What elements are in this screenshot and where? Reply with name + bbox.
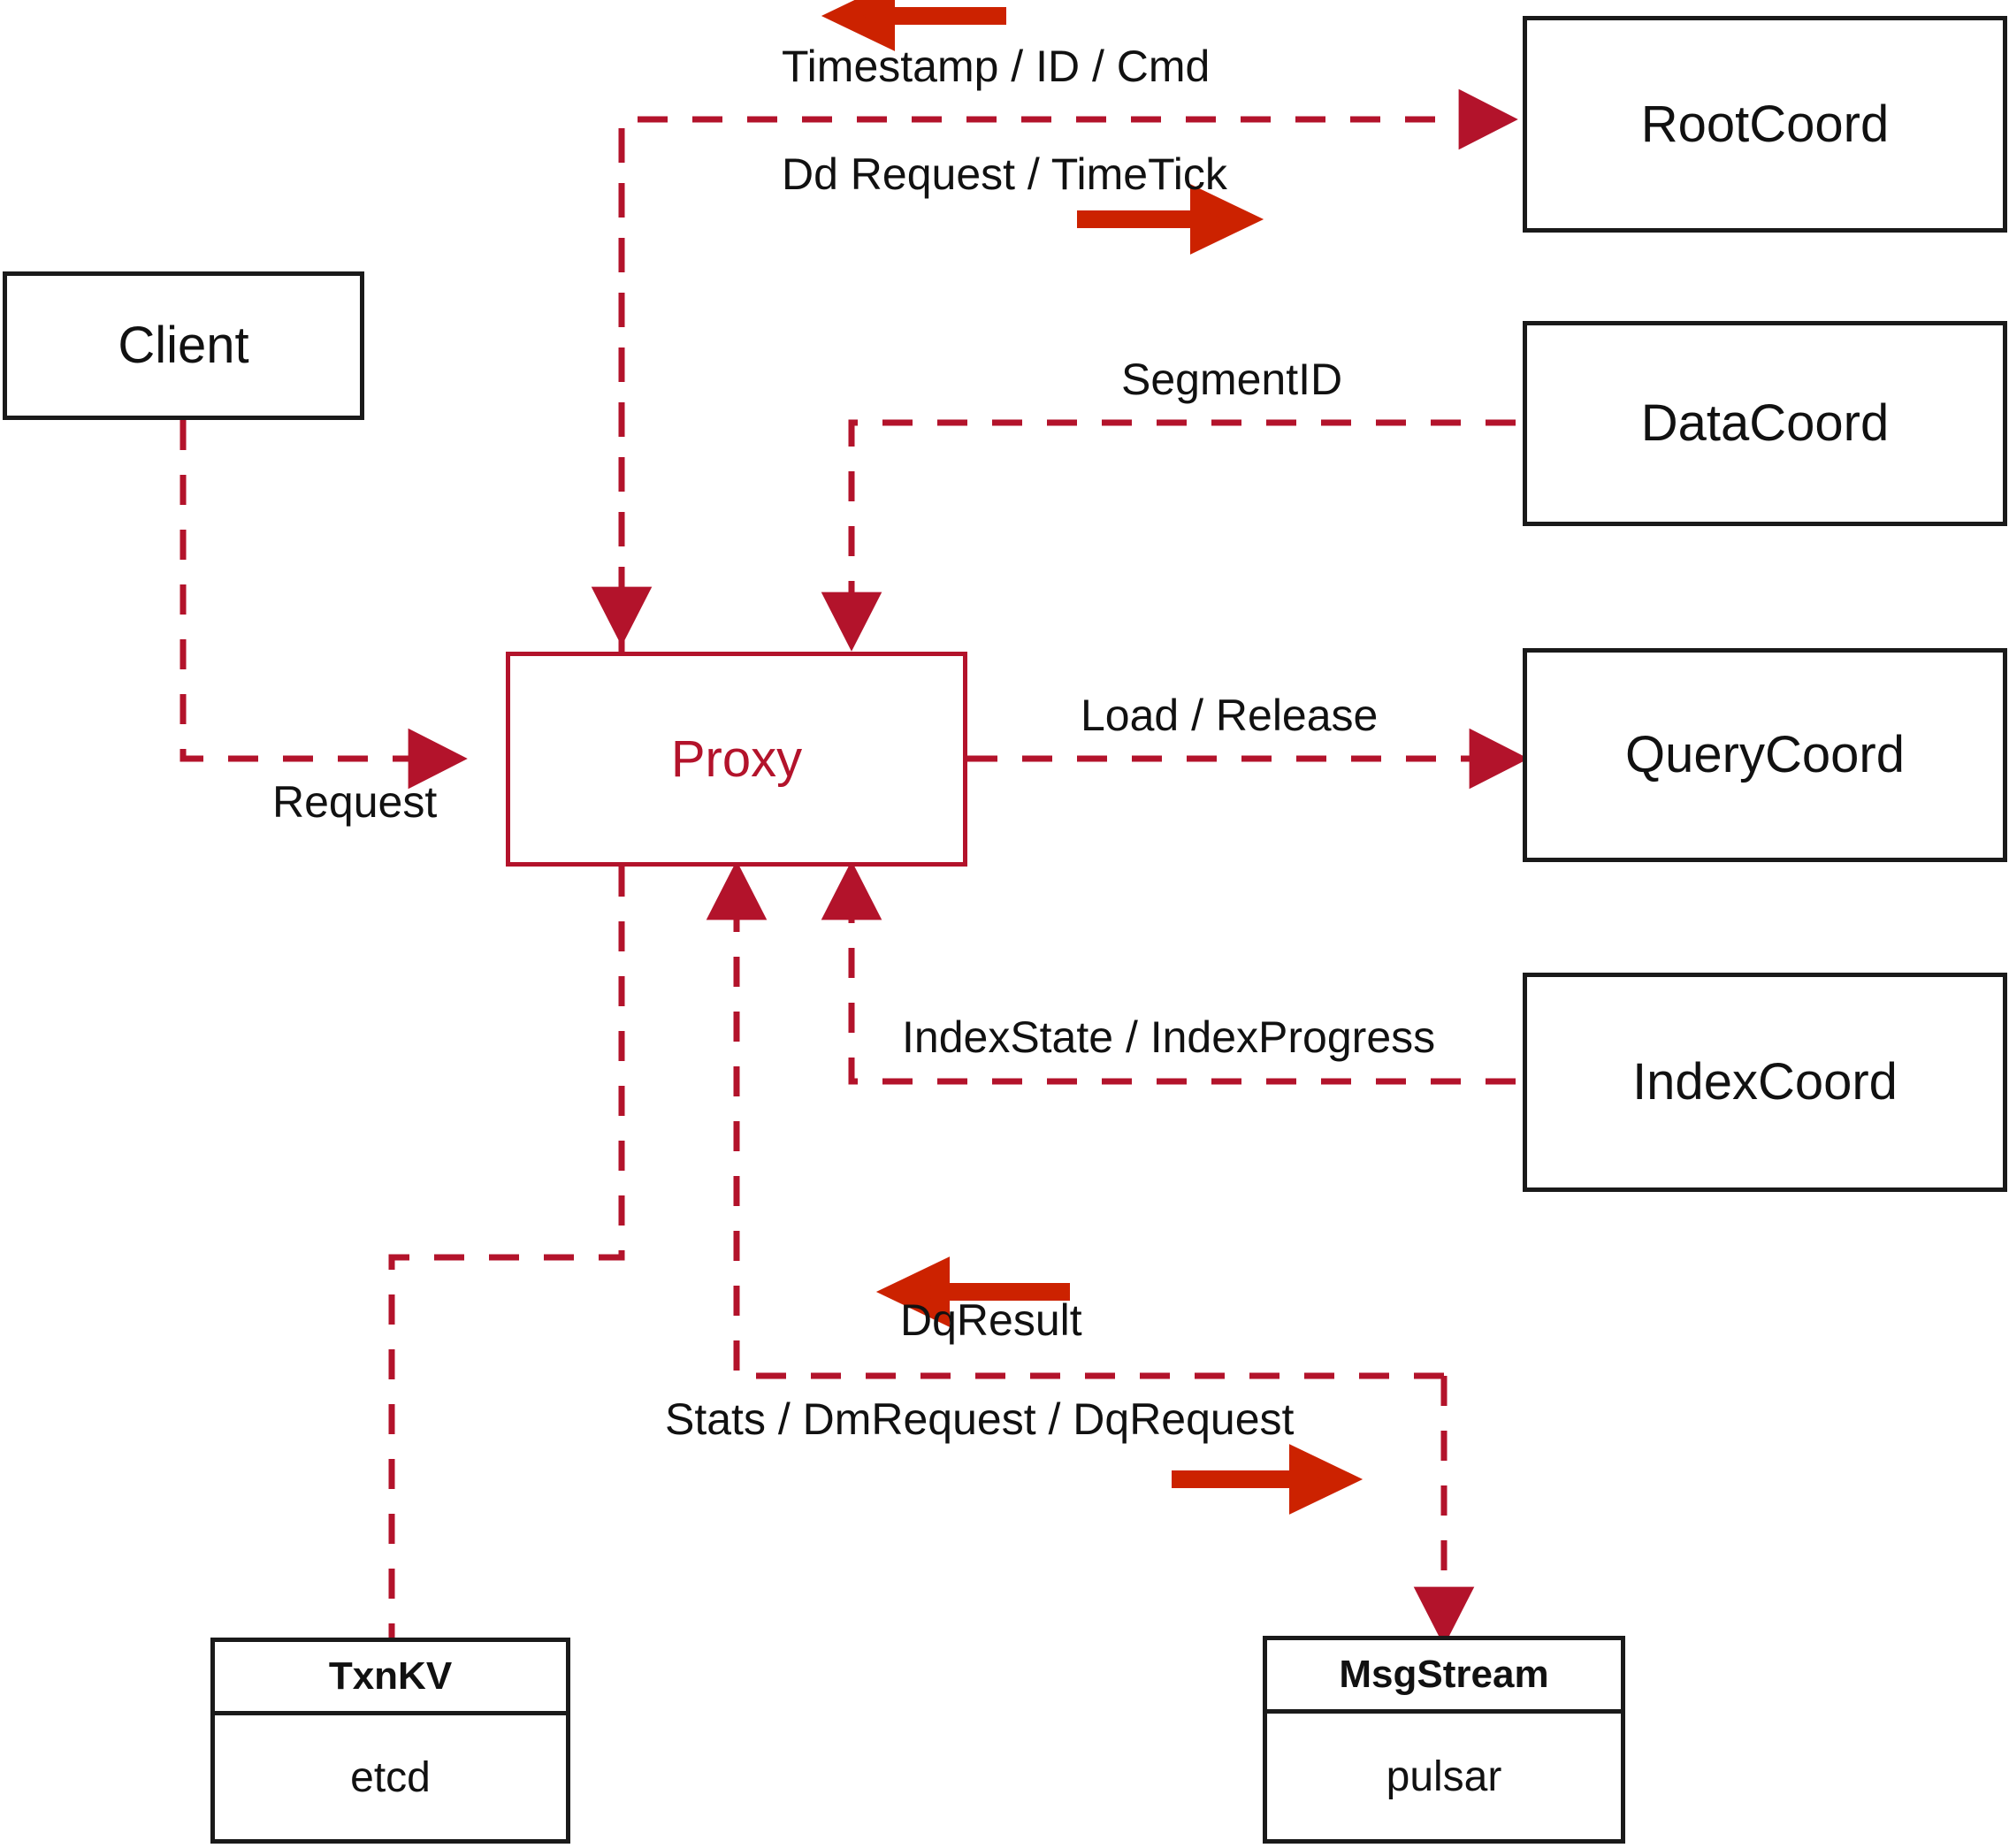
edge-label-stats-dm-dq: Stats / DmRequest / DqRequest: [665, 1394, 1295, 1444]
node-msgstream-header-label: MsgStream: [1339, 1653, 1549, 1696]
node-proxy[interactable]: Proxy: [506, 652, 967, 867]
edge-label-segmentid: SegmentID: [1121, 355, 1343, 404]
node-indexcoord[interactable]: IndexCoord: [1523, 973, 2007, 1192]
edge-label-request: Request: [272, 777, 438, 827]
node-proxy-label: Proxy: [670, 729, 803, 788]
node-querycoord[interactable]: QueryCoord: [1523, 648, 2007, 862]
node-rootcoord-label: RootCoord: [1640, 95, 1890, 153]
node-txnkv[interactable]: TxnKV etcd: [210, 1638, 570, 1844]
edge-label-index-state: IndexState / IndexProgress: [902, 1012, 1436, 1062]
arrow-timestamp-left: [821, 0, 1006, 51]
edge-proxy-to-txnkv: [388, 867, 625, 1638]
node-datacoord-label: DataCoord: [1640, 394, 1890, 452]
node-txnkv-header: TxnKV: [215, 1642, 566, 1715]
node-querycoord-label: QueryCoord: [1625, 726, 1905, 783]
edge-label-dd-request: Dd Request / TimeTick: [782, 149, 1227, 199]
edge-client-to-proxy: [180, 420, 468, 790]
node-msgstream-header: MsgStream: [1267, 1640, 1621, 1714]
node-indexcoord-label: IndexCoord: [1632, 1053, 1898, 1111]
node-msgstream-body-label: pulsar: [1386, 1753, 1502, 1800]
edge-msgstream-to-proxy: [706, 860, 1444, 1379]
node-txnkv-header-label: TxnKV: [328, 1654, 453, 1698]
arrow-stats-right: [1172, 1444, 1364, 1515]
edge-proxy-to-rootcoord: [618, 88, 1518, 652]
edge-label-load-release: Load / Release: [1081, 691, 1379, 740]
arrow-ddrequest-right: [1077, 184, 1264, 255]
node-rootcoord[interactable]: RootCoord: [1523, 16, 2007, 233]
node-client[interactable]: Client: [3, 271, 364, 420]
arrow-dqresult-left: [875, 1256, 1070, 1327]
edge-label-dqresult: DqResult: [900, 1295, 1082, 1345]
node-datacoord[interactable]: DataCoord: [1523, 321, 2007, 526]
node-msgstream-body: pulsar: [1267, 1714, 1621, 1839]
edge-indexcoord-to-proxy: [821, 860, 1516, 1085]
node-txnkv-body: etcd: [215, 1715, 566, 1839]
node-client-label: Client: [118, 317, 249, 374]
node-txnkv-body-label: etcd: [350, 1753, 431, 1801]
edge-datacoord-to-proxy: [821, 419, 1516, 652]
edge-label-timestamp-id-cmd: Timestamp / ID / Cmd: [782, 42, 1211, 91]
node-msgstream[interactable]: MsgStream pulsar: [1263, 1636, 1625, 1844]
